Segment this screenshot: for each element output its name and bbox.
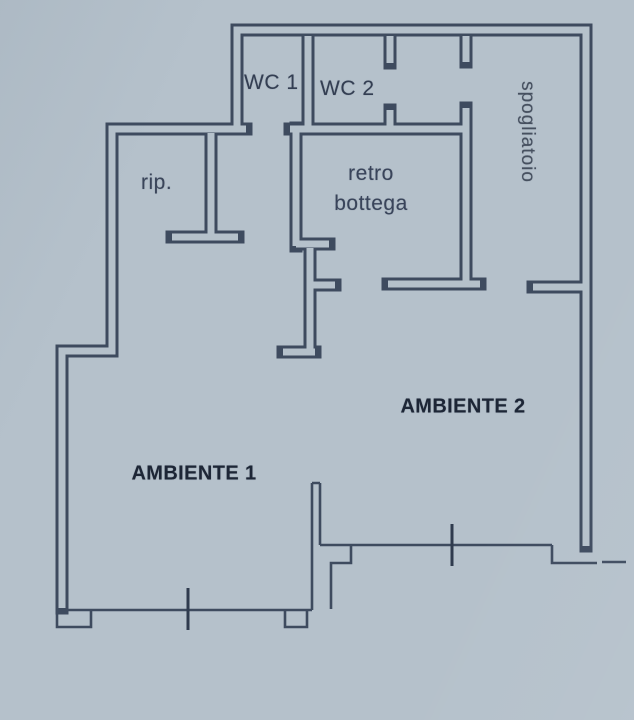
- retro-bottega-line1: retro: [348, 162, 394, 185]
- room-label-wc1: WC 1: [244, 71, 299, 94]
- retro-bottega-line2: bottega: [334, 192, 408, 215]
- walls-single-lines: [55, 481, 626, 629]
- door-ticks: [186, 524, 454, 630]
- room-label-ambiente-2: AMBIENTE 2: [400, 395, 526, 418]
- walls-outline-dark: [55, 23, 593, 615]
- room-label-retro-bottega: retro bottega: [334, 159, 408, 219]
- room-label-spogliatoio: spogliatoio: [517, 81, 538, 183]
- room-label-wc2: WC 2: [320, 77, 375, 100]
- walls-outline-core: [58, 26, 590, 608]
- room-label-rip: rip.: [141, 171, 173, 194]
- room-label-ambiente-1: AMBIENTE 1: [131, 462, 257, 485]
